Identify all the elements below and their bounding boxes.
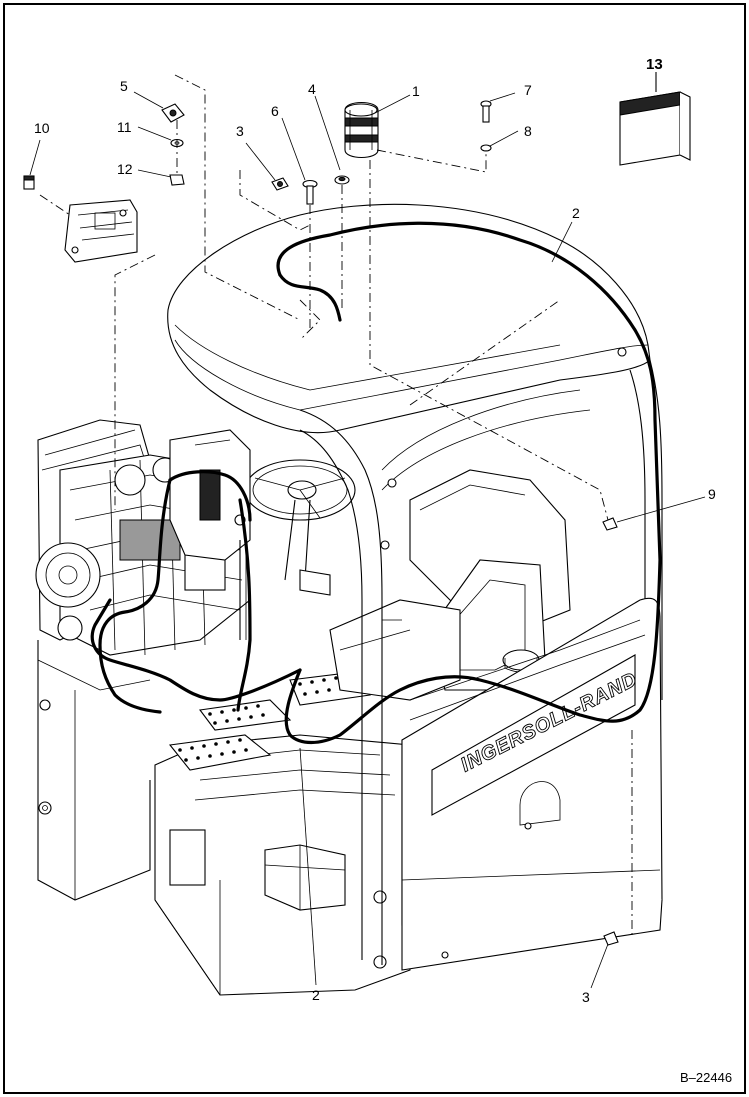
callout-8: 8 bbox=[524, 123, 532, 139]
steering-wheel bbox=[244, 459, 356, 596]
callout-7: 7 bbox=[524, 82, 532, 98]
nut-part-12 bbox=[169, 174, 185, 186]
callout-labels: 1 2 2 3 3 4 5 6 7 8 9 10 11 12 13 B–2244… bbox=[34, 56, 732, 1085]
callout-4: 4 bbox=[308, 81, 316, 97]
grommet-part-4 bbox=[334, 175, 350, 185]
canopy-rops bbox=[167, 203, 663, 965]
callout-5: 5 bbox=[120, 78, 128, 94]
callout-1: 1 bbox=[412, 83, 420, 99]
left-frame bbox=[37, 640, 151, 901]
operator-console-base bbox=[154, 671, 411, 996]
diagram-border bbox=[3, 3, 746, 1094]
bolt-part-6 bbox=[302, 179, 318, 205]
nut-part-9 bbox=[602, 517, 618, 531]
operator-seat bbox=[329, 469, 571, 701]
callout-9: 9 bbox=[708, 486, 716, 502]
nut-part-3 bbox=[271, 177, 289, 191]
callout-2-top: 2 bbox=[572, 205, 580, 221]
wiring-harness-2 bbox=[90, 221, 662, 745]
callout-13: 13 bbox=[646, 56, 663, 73]
callout-3-bottom: 3 bbox=[582, 989, 590, 1005]
relay-panel bbox=[64, 199, 138, 263]
decal-kit-part-13 bbox=[619, 91, 691, 166]
callout-leaders bbox=[29, 72, 706, 989]
clamp-part-5 bbox=[161, 103, 185, 123]
nut-part-3-lower bbox=[603, 931, 619, 946]
fender-panel: INGERSOLL-RAND bbox=[401, 597, 663, 971]
assembly-lines bbox=[39, 74, 633, 935]
beacon-light-part-1 bbox=[344, 101, 379, 159]
callout-2-bottom: 2 bbox=[312, 987, 320, 1003]
callout-12: 12 bbox=[117, 161, 133, 177]
callout-11: 11 bbox=[117, 119, 132, 135]
relay-part-10 bbox=[23, 175, 35, 190]
washer-part-8 bbox=[480, 144, 492, 152]
callout-6: 6 bbox=[271, 103, 279, 119]
callout-3-top: 3 bbox=[236, 123, 244, 139]
dash-panel bbox=[169, 429, 251, 640]
callout-10: 10 bbox=[34, 120, 50, 136]
screw-part-7 bbox=[480, 100, 492, 123]
figure-number: B–22446 bbox=[680, 1070, 732, 1085]
